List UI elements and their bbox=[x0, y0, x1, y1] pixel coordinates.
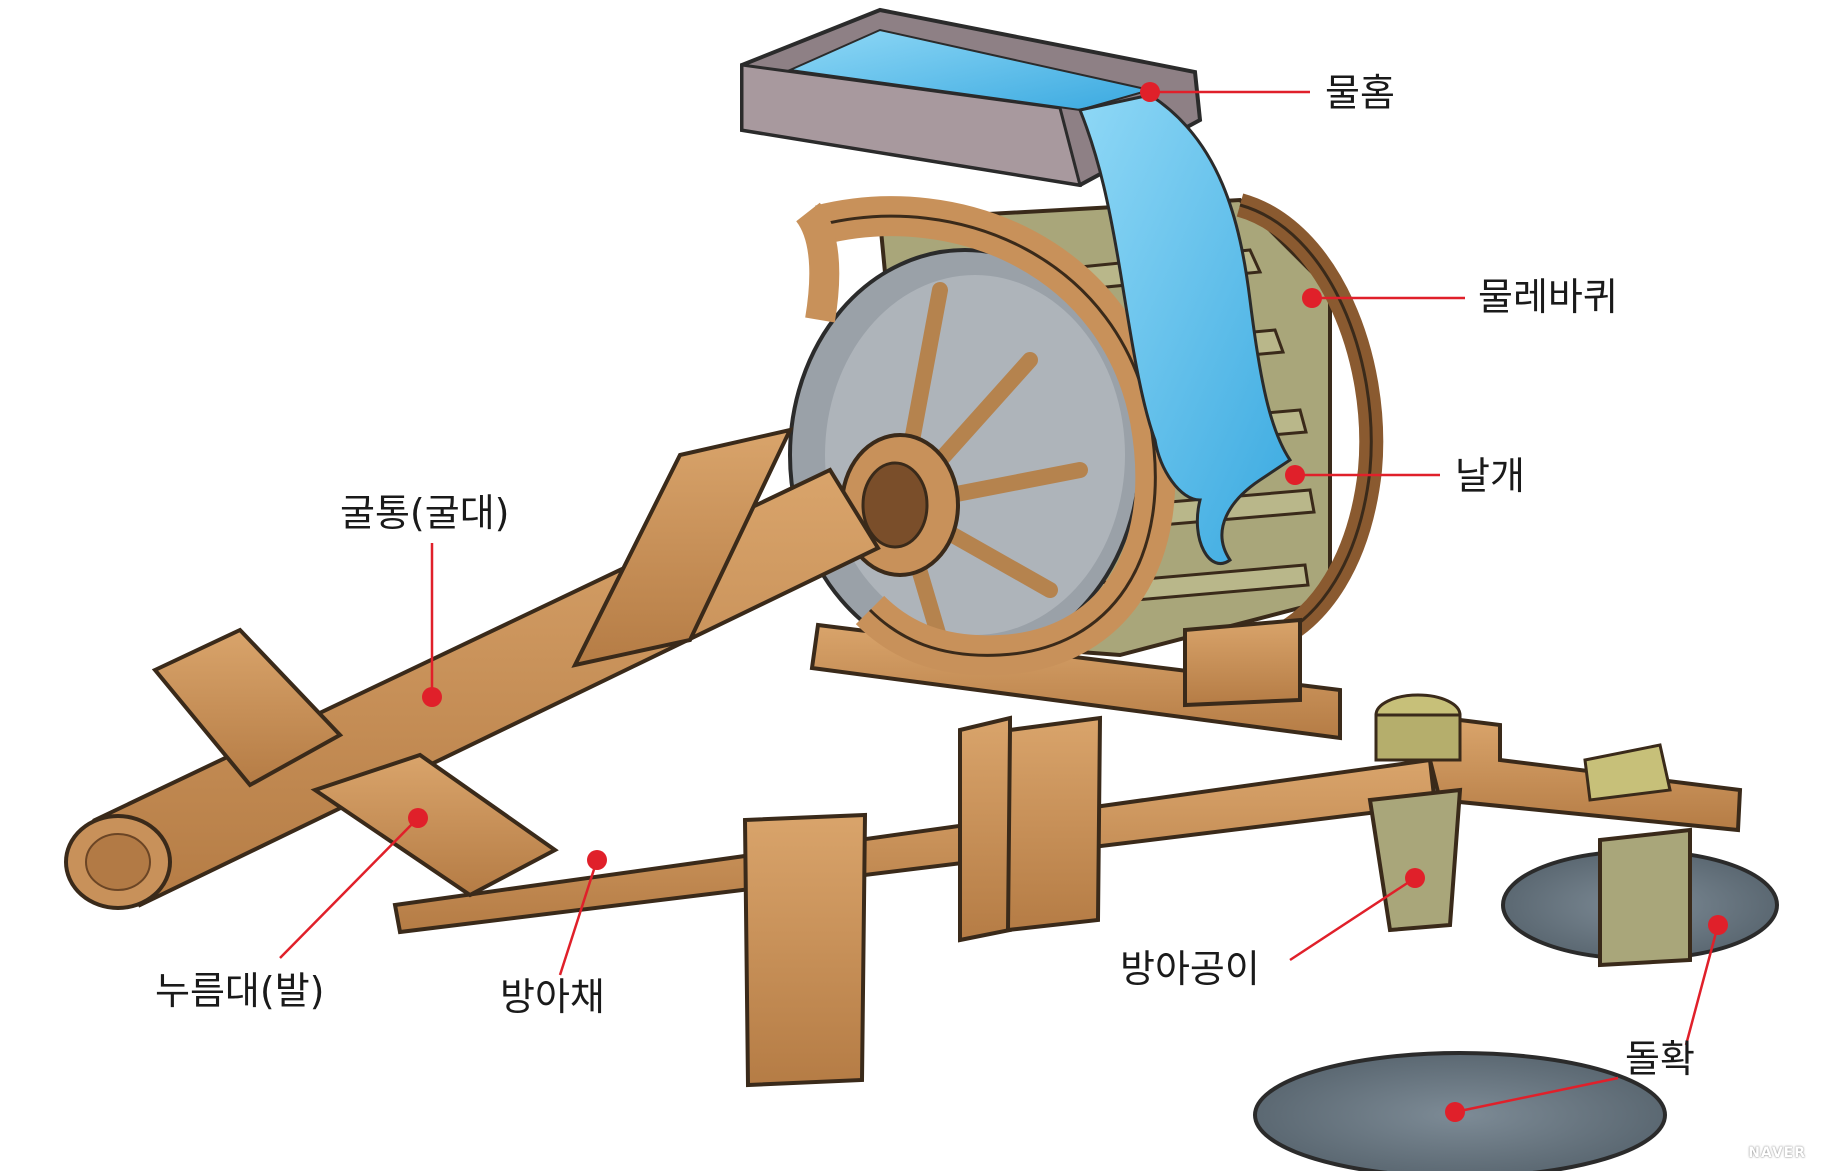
label-axle: 굴통(굴대) bbox=[340, 491, 510, 535]
leader-dot-pestle bbox=[1405, 868, 1425, 888]
leader-dots bbox=[408, 82, 1728, 1122]
leader-dot-axle bbox=[422, 687, 442, 707]
pestle-arm-beam bbox=[310, 752, 1438, 935]
leader-dot-waterwheel bbox=[1302, 288, 1322, 308]
cam-board-upper bbox=[571, 427, 794, 668]
label-flume: 물홈 bbox=[1325, 71, 1395, 115]
leader-dot-flume bbox=[1140, 82, 1160, 102]
water-wheel bbox=[788, 193, 1384, 676]
label-pestle: 방아공이 bbox=[1120, 947, 1260, 991]
label-mortar: 돌확 bbox=[1625, 1037, 1695, 1081]
leader-dot-blade bbox=[1285, 465, 1305, 485]
waterfall bbox=[1077, 93, 1293, 565]
leader-dot-mortar-back bbox=[1708, 915, 1728, 935]
watermark: NAVER bbox=[1748, 1145, 1806, 1161]
flume bbox=[740, 7, 1203, 188]
leader-dot-pestle-arm bbox=[587, 850, 607, 870]
support-posts bbox=[742, 617, 1302, 1088]
leader-lines bbox=[279, 90, 1720, 1114]
label-blade: 날개 bbox=[1455, 454, 1525, 498]
label-pestle-arm: 방아채 bbox=[500, 975, 605, 1019]
label-waterwheel: 물레바퀴 bbox=[1478, 275, 1618, 319]
label-pressing-bar: 누름대(발) bbox=[155, 969, 325, 1013]
cam-board-left bbox=[151, 627, 344, 788]
leader-dot-pressing-bar bbox=[408, 808, 428, 828]
leader-dot-mortar-front bbox=[1445, 1102, 1465, 1122]
pestle-assembly bbox=[1367, 693, 1743, 968]
